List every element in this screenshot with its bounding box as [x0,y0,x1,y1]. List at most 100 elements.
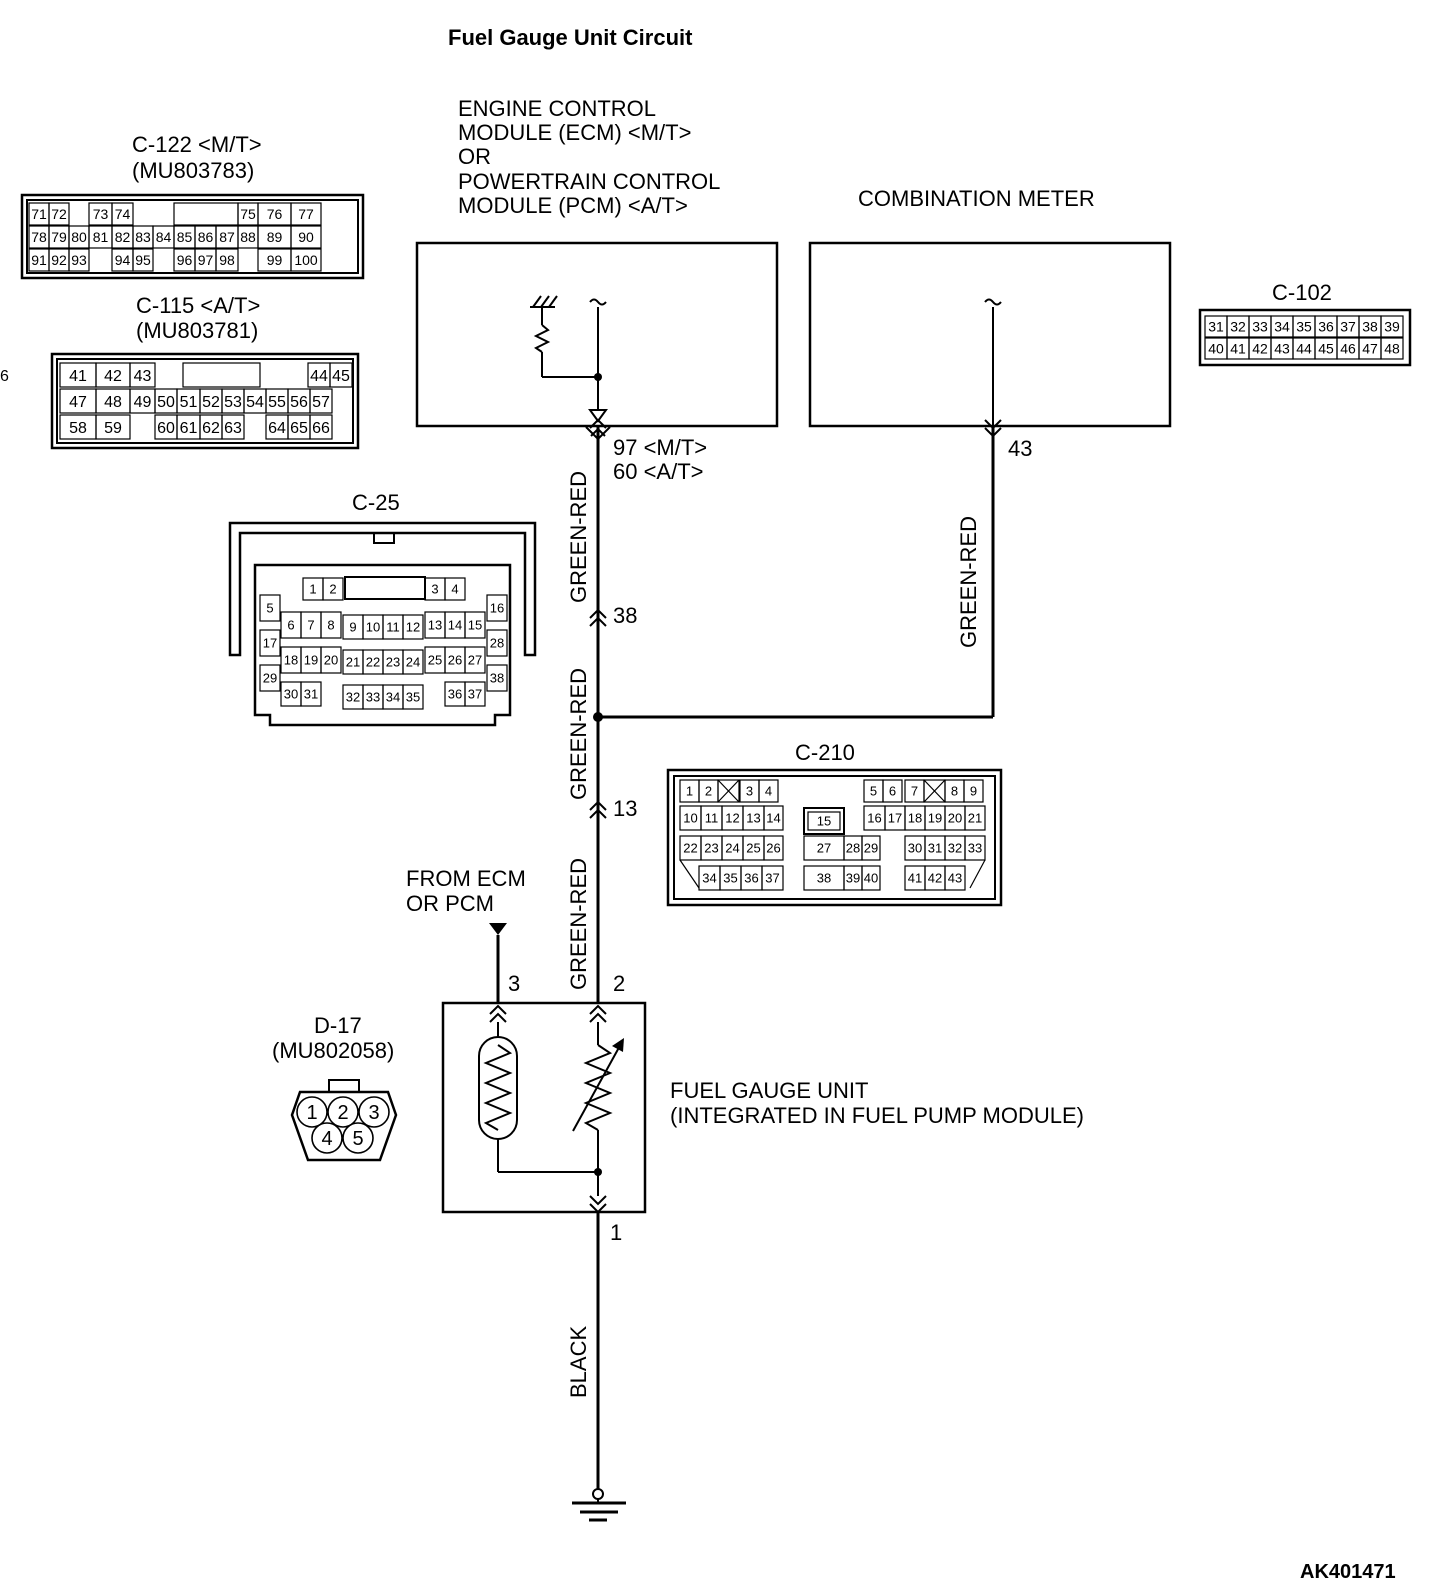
c25-pin-8: 8 [327,618,334,633]
c25-pin-4: 4 [451,582,458,597]
c25-pin-29: 29 [263,671,277,686]
c210-pin-3: 3 [746,784,753,799]
c25-pin-2: 2 [329,582,336,597]
from-ecm-arrow [489,923,507,935]
d17-pin-1: 1 [306,1102,317,1124]
c115-pin-66-cell [309,414,333,440]
c115-pin-62: 62 [202,420,220,437]
c102-pin-48: 48 [1384,341,1400,357]
c25-pin-15-cell [464,611,486,639]
c115-pin-48: 48 [104,394,122,411]
c210-pin-33: 33 [968,841,982,856]
c102-pin-38: 38 [1362,319,1378,335]
c210-pin-26-cell [763,835,784,861]
d17-pin-5: 5 [352,1128,363,1150]
c25-pin-27-cell [464,646,486,674]
c25-pin-31-cell [300,681,322,707]
c210-pin-29-cell [861,835,881,861]
c122-pin-83: 83 [135,229,151,245]
c115-pin-55: 55 [268,394,286,411]
c25-pin-33: 33 [366,690,380,705]
c115-pin-50: 50 [157,394,175,411]
c25-pin-15: 15 [468,618,482,633]
c210-pin-2: 2 [705,784,712,799]
fuel-gauge-unit-label-2: (INTEGRATED IN FUEL PUMP MODULE) [670,1103,1084,1128]
c122-pin-74-cell [111,202,134,226]
c210-pin-17: 17 [888,811,902,826]
c210-pin-37-cell [761,865,784,891]
c102-pin-33: 33 [1252,319,1268,335]
c25-pin-2-cell [322,577,344,601]
diagram-title: Fuel Gauge Unit Circuit [448,25,693,50]
c25-pin-37-cell [464,681,486,707]
c210-pin-6: 6 [889,784,896,799]
c25-pin-35: 35 [406,690,420,705]
c102-name: C-102 [1272,280,1332,305]
fuel-gauge-unit-label-1: FUEL GAUGE UNIT [670,1078,868,1103]
c115-pin-41: 41 [69,368,87,385]
c25-pin-16: 16 [490,601,504,616]
c25-pin-7: 7 [307,618,314,633]
c25-pin-13: 13 [428,618,442,633]
c122-pin-72: 72 [51,206,67,222]
fuel-gauge-unit-box [441,1001,647,1214]
ground-symbol [572,1488,626,1522]
d17-part: (MU802058) [272,1038,394,1063]
c122-pin-98-cell [215,248,239,272]
c25-pin-26: 26 [448,653,462,668]
c122-pin-72-cell [48,202,70,226]
c122-pin-87: 87 [219,229,235,245]
c122-pin-92: 92 [51,252,67,268]
c210-pin-36: 36 [744,871,758,886]
c210-pin-27: 27 [817,841,831,856]
c115-pin-45: 45 [332,368,350,385]
c210-pin-33-cell [964,835,986,861]
c25-pin-3: 3 [431,582,438,597]
c210-pin-15: 15 [817,814,831,829]
c25-pin-37: 37 [468,687,482,702]
c115-connector: 4142434445464748495051525354555657585960… [0,352,360,450]
c102-pin-45: 45 [1318,341,1334,357]
wire-label-ecm-c25: GREEN-RED [566,471,591,603]
c210-pin-42: 42 [928,871,942,886]
c122-pin-76: 76 [267,206,283,222]
c102-pin-46: 46 [1340,341,1356,357]
c122-pin-91: 91 [31,252,47,268]
c122-pin-96: 96 [177,252,193,268]
c25-pin-22: 22 [366,655,380,670]
wire-label-junction-c210: GREEN-RED [566,858,591,990]
ecm-pin-mt: 97 <M/T> [613,435,707,460]
c102-pin-35: 35 [1296,319,1312,335]
ecm-label: ENGINE CONTROL MODULE (ECM) <M/T> OR POW… [458,96,720,218]
c115-pin-43: 43 [134,368,152,385]
c25-pin-16-cell [486,594,508,622]
d17-name: D-17 [314,1013,362,1038]
c210-pin-21-cell [964,805,986,831]
c25-pin-18: 18 [284,653,298,668]
c210-pin-35: 35 [723,871,737,886]
c115-pin-47: 47 [69,394,87,411]
c25-pin-14: 14 [448,618,462,633]
from-ecm-line-1: FROM ECM [406,866,526,891]
c122-pin-73: 73 [93,206,109,222]
c210-pin-26: 26 [766,841,780,856]
c210-pin-9-cell [963,779,984,803]
c115-pin-56: 56 [290,394,308,411]
wire-label-meter: GREEN-RED [956,516,981,648]
junction-pin-c25: 38 [613,603,637,628]
c210-pin-39: 39 [846,871,860,886]
d17-pin-2-cell [327,1096,359,1128]
c210-pin-5: 5 [870,784,877,799]
c115-pin-46: 46 [0,368,9,385]
combination-meter-label: COMBINATION METER [858,186,1095,211]
c115-pin-63-cell [221,414,245,440]
c115-pin-61: 61 [180,420,198,437]
c122-pin-95: 95 [135,252,151,268]
c102-pin-36: 36 [1318,319,1334,335]
c210-pin-14: 14 [766,811,780,826]
c115-pin-42: 42 [104,368,122,385]
d17-pin-4: 4 [321,1128,332,1150]
c115-pin-57-cell [309,388,333,414]
